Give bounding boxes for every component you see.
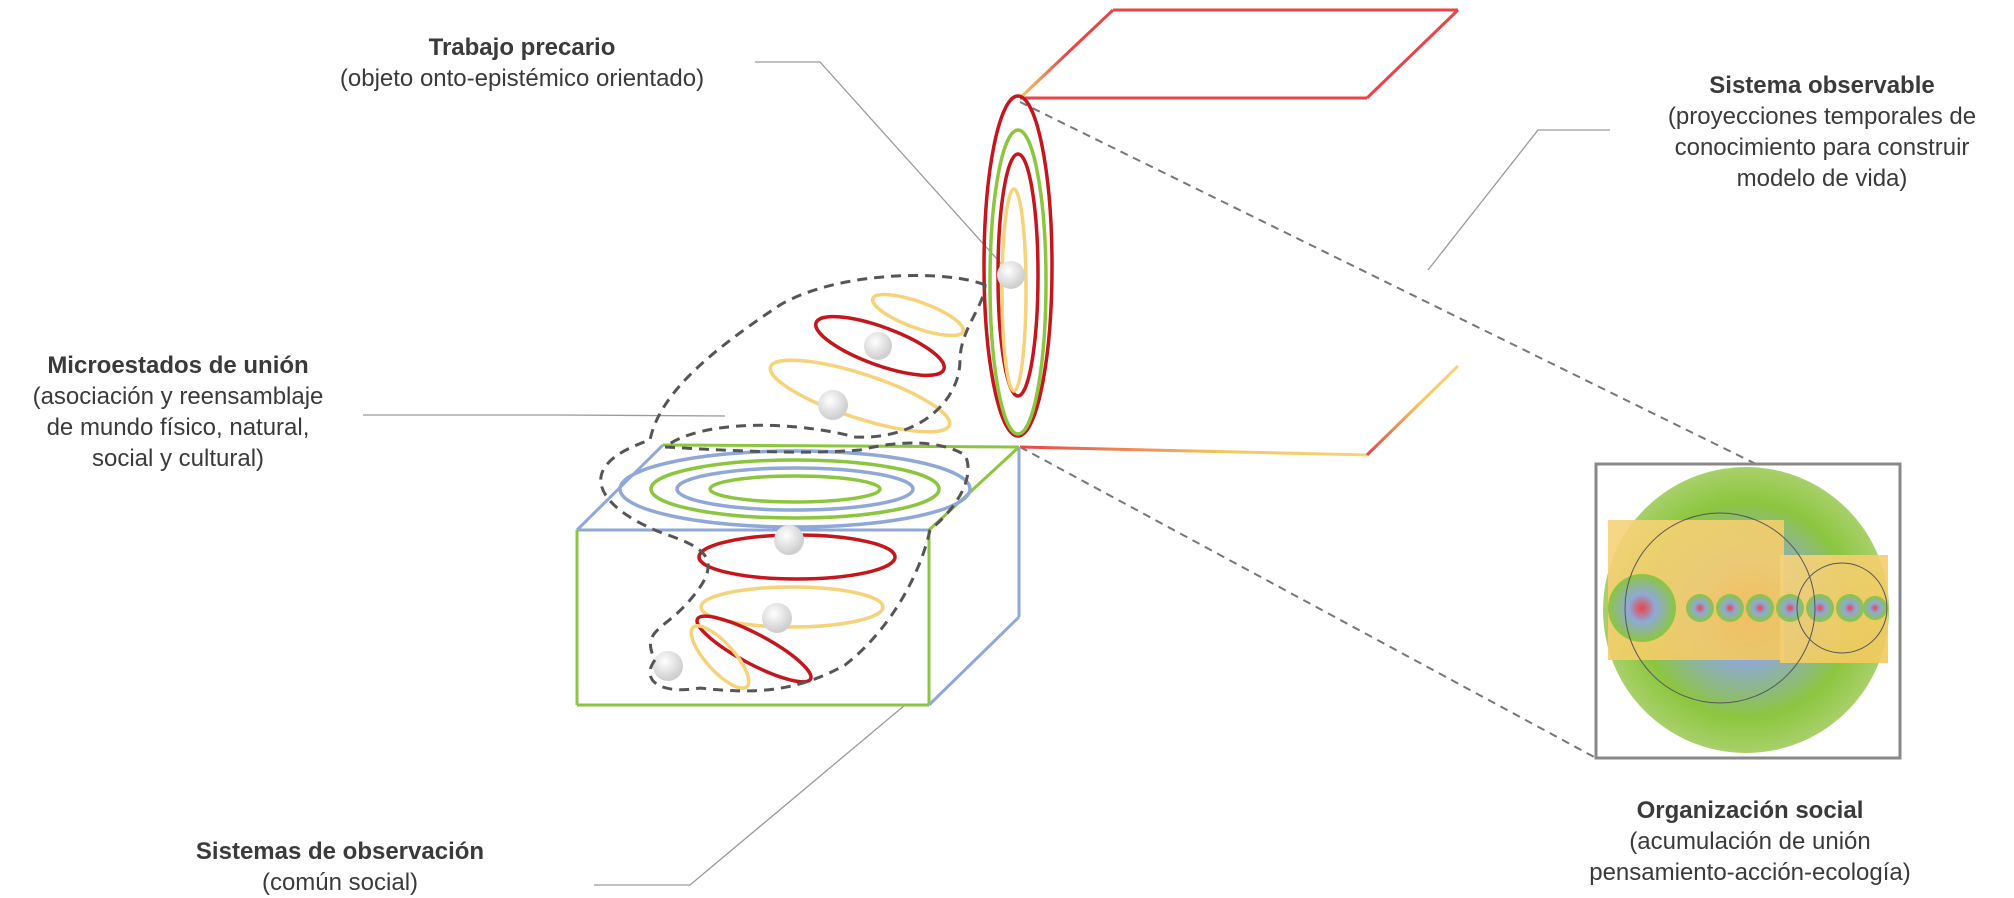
vertical-rings: [982, 94, 1054, 438]
enclosing-dashed-boundary: [599, 273, 987, 693]
ring-blue-outer: [618, 449, 972, 529]
label-subtitle: social y cultural): [91, 445, 265, 472]
inset-disc: [1836, 594, 1864, 622]
inset-arc: [1624, 512, 1816, 704]
ring-blue-inner: [675, 466, 915, 512]
sphere-node: [762, 603, 792, 633]
label-subtitle: conocimiento para construir: [1674, 134, 1970, 161]
horizontal-rings: [618, 449, 972, 529]
micro-ring-red: [695, 614, 813, 684]
sphere-node: [864, 332, 892, 360]
projection-lines: [1019, 101, 1757, 759]
label-title: Trabajo precario: [428, 34, 616, 61]
label-trabajo-precario: Trabajo precario (objeto onto-epistémico…: [302, 32, 742, 94]
ring-red-outer: [982, 94, 1054, 438]
cube-edge: [1019, 445, 1368, 457]
micro-ring-yellow: [699, 585, 885, 629]
label-subtitle: (proyecciones temporales de: [1667, 103, 1977, 130]
label-subtitle: de mundo físico, natural,: [46, 414, 310, 441]
leader-trabajo: [755, 61, 1006, 269]
label-subtitle: (acumulación de unión: [1629, 828, 1871, 855]
micro-ring-red: [814, 314, 946, 378]
sphere-node: [997, 261, 1025, 289]
label-title: Sistemas de observación: [195, 838, 485, 865]
ring-green-inner: [708, 474, 882, 504]
label-subtitle: (común social): [261, 869, 419, 896]
micro-states: [653, 292, 966, 690]
observable-cube: [1018, 8, 1460, 457]
social-organization-inset: [1594, 462, 1902, 760]
micro-ring-yellow: [768, 358, 952, 434]
label-subtitle: (objeto onto-epistémico orientado): [339, 65, 705, 92]
projection-line-bottom: [1019, 446, 1597, 759]
leader-sistemas-observacion: [594, 704, 906, 886]
sphere-node: [818, 390, 848, 420]
projection-line-top: [1019, 101, 1757, 465]
ring-green-mid: [649, 458, 941, 520]
observation-box: [575, 443, 1021, 707]
cube-edge: [1365, 8, 1460, 100]
inset-disc: [1686, 594, 1714, 622]
inset-disc: [1776, 594, 1804, 622]
ring-yellow: [1000, 187, 1028, 393]
micro-ring-yellow: [870, 292, 966, 338]
inset-disc: [1608, 574, 1676, 642]
inset-disc: [1806, 594, 1834, 622]
inset-disc: [1863, 596, 1887, 620]
label-organizacion-social: Organización social (acumulación de unió…: [1540, 795, 1960, 888]
label-title: Organización social: [1636, 797, 1864, 824]
label-title: Microestados de unión: [47, 352, 309, 379]
leader-microestados: [363, 414, 726, 417]
ring-green: [988, 128, 1048, 436]
label-title: Sistema observable: [1709, 72, 1935, 99]
cube-edge: [1018, 8, 1115, 100]
cube-edge: [1365, 364, 1460, 457]
label-subtitle: pensamiento-acción-ecología): [1589, 859, 1911, 886]
label-subtitle: (asociación y reensamblaje: [32, 383, 324, 410]
label-sistemas-observacion: Sistemas de observación (común social): [150, 836, 530, 898]
inset-disc: [1746, 594, 1774, 622]
leader-sistema-observable: [1427, 129, 1610, 271]
box-edge: [927, 445, 1021, 532]
leader-lines: [363, 61, 1610, 886]
micro-ring-yellow: [689, 624, 751, 690]
label-sistema-observable: Sistema observable (proyecciones tempora…: [1640, 70, 2004, 194]
label-microestados: Microestados de unión (asociación y reen…: [0, 350, 356, 474]
label-subtitle: modelo de vida): [1736, 165, 1908, 192]
sphere-node: [653, 651, 683, 681]
inset-disc: [1716, 594, 1744, 622]
box-edge: [662, 443, 1020, 449]
sphere-node: [774, 525, 804, 555]
box-edge: [927, 615, 1021, 707]
inset-arc: [1796, 562, 1888, 654]
